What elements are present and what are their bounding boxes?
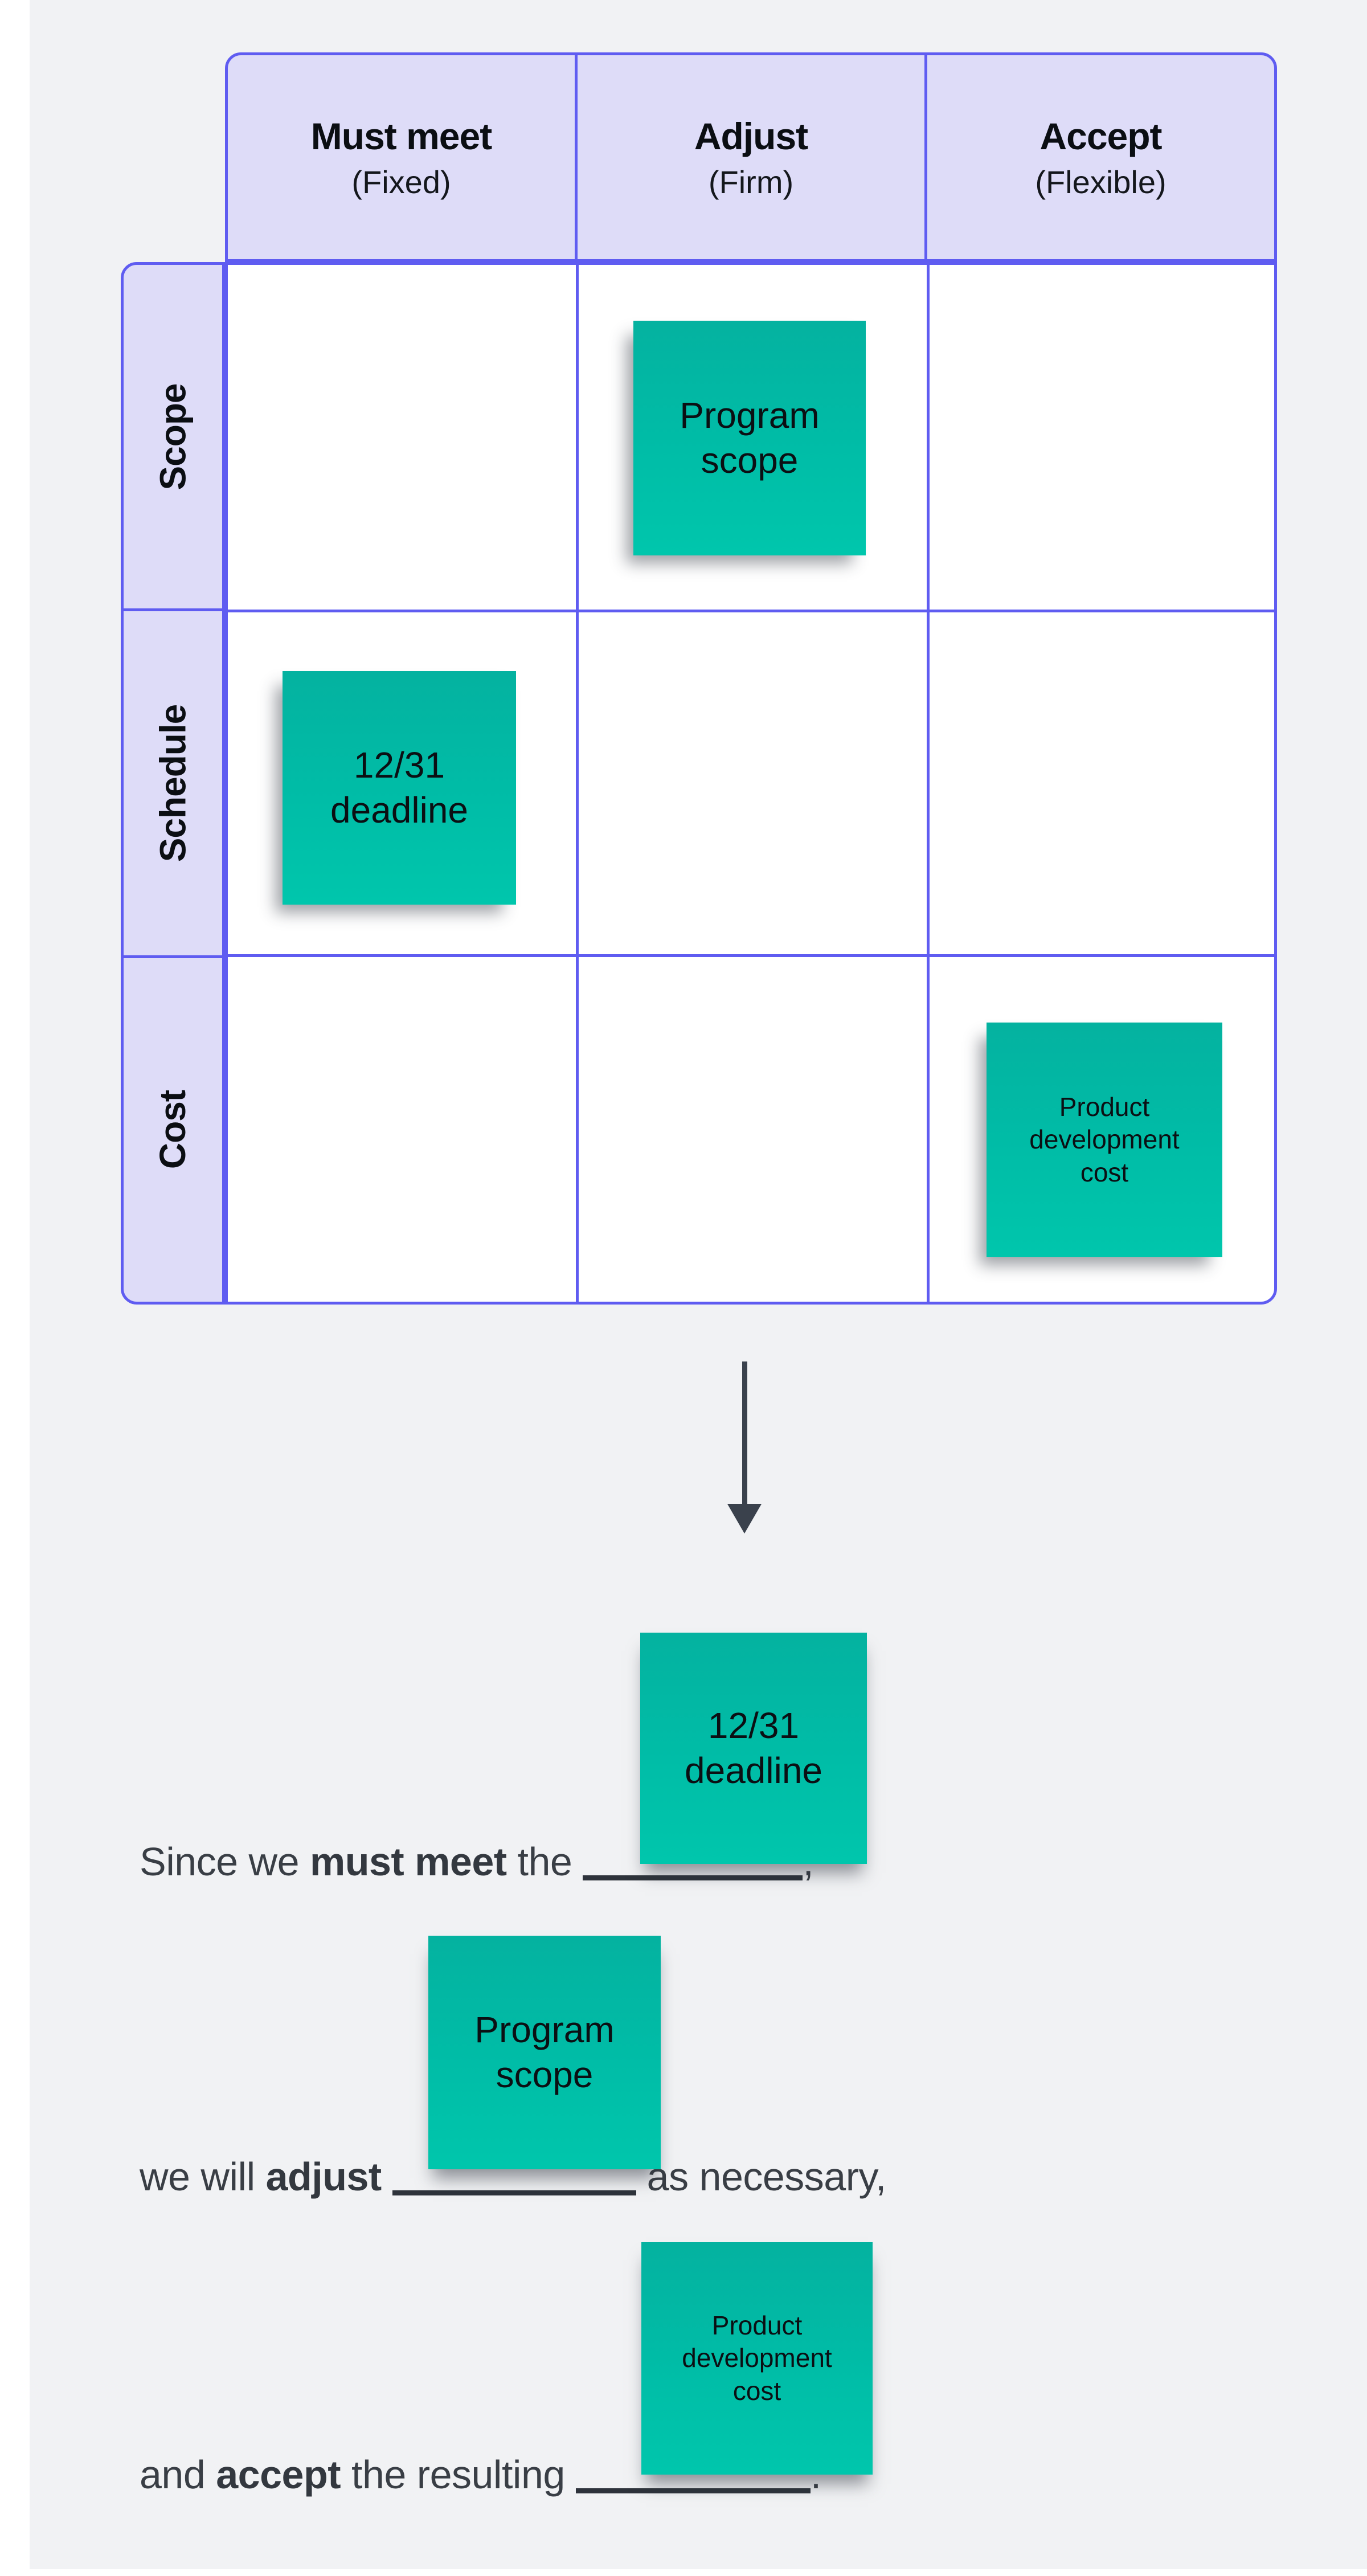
sticky-note-text: Product development cost [1029, 1092, 1180, 1187]
grid-divider [228, 610, 1274, 612]
sticky-note-text: Program scope [680, 394, 820, 481]
column-header-sublabel: (Firm) [708, 163, 794, 200]
sentence-middle [382, 2154, 392, 2199]
sentence-blank [392, 2182, 636, 2195]
down-arrow-shaft [742, 1361, 747, 1506]
sticky-note-product-development-cost[interactable]: Product development cost [987, 1023, 1222, 1257]
matrix-row-headers: Scope Schedule Cost [121, 262, 225, 1305]
matrix-column-headers: Must meet (Fixed) Adjust (Firm) Accept (… [225, 52, 1277, 262]
sentence-blank [583, 1867, 803, 1880]
column-header-label: Accept [1039, 115, 1162, 157]
row-header-schedule: Schedule [124, 608, 222, 955]
sentence-bold: must meet [309, 1839, 507, 1884]
row-header-label: Cost [152, 1090, 194, 1170]
sticky-note-1231-deadline[interactable]: 12/31 deadline [283, 671, 516, 905]
sentence-must-meet: Since we must meet the , [140, 1839, 814, 1884]
sticky-note-text: Product development cost [682, 2311, 832, 2406]
sentence-bold: adjust [265, 2154, 382, 2199]
sentence-prefix: we will [140, 2154, 266, 2199]
column-header-must-meet: Must meet (Fixed) [228, 55, 575, 259]
sentence-prefix: and [140, 2452, 216, 2497]
row-header-cost: Cost [124, 955, 222, 1302]
sentence-accept: and accept the resulting . [140, 2452, 821, 2497]
sticky-note-program-scope[interactable]: Program scope [633, 321, 866, 555]
column-header-sublabel: (Fixed) [351, 163, 451, 200]
sticky-note-program-scope-answer[interactable]: Program scope [428, 1936, 661, 2169]
column-header-label: Must meet [310, 115, 492, 157]
left-white-strip [0, 0, 30, 2576]
grid-divider [228, 954, 1274, 957]
sentence-bold: accept [216, 2452, 341, 2497]
sentence-prefix: Since we [140, 1839, 310, 1884]
sticky-note-text: 12/31 deadline [330, 744, 468, 831]
sticky-note-text: Program scope [474, 2009, 615, 2095]
sticky-note-text: 12/31 deadline [685, 1704, 822, 1791]
sticky-note-1231-deadline-answer[interactable]: 12/31 deadline [640, 1633, 867, 1864]
row-header-label: Scope [152, 383, 194, 490]
column-header-accept: Accept (Flexible) [924, 55, 1274, 259]
row-header-label: Schedule [152, 704, 194, 862]
sticky-note-product-development-cost-answer[interactable]: Product development cost [641, 2242, 873, 2475]
grid-divider [576, 265, 579, 1302]
down-arrow-head [727, 1504, 762, 1534]
sentence-middle: the [506, 1839, 583, 1884]
row-header-scope: Scope [124, 265, 222, 608]
bottom-white-strip [0, 2569, 1367, 2576]
sentence-blank [575, 2480, 811, 2493]
column-header-sublabel: (Flexible) [1035, 163, 1167, 200]
grid-divider [927, 265, 930, 1302]
column-header-label: Adjust [694, 115, 808, 157]
sentence-middle: the resulting [341, 2452, 576, 2497]
sentence-suffix: as necessary, [636, 2154, 887, 2199]
column-header-adjust: Adjust (Firm) [575, 55, 924, 259]
sentence-adjust: we will adjust as necessary, [140, 2154, 886, 2199]
